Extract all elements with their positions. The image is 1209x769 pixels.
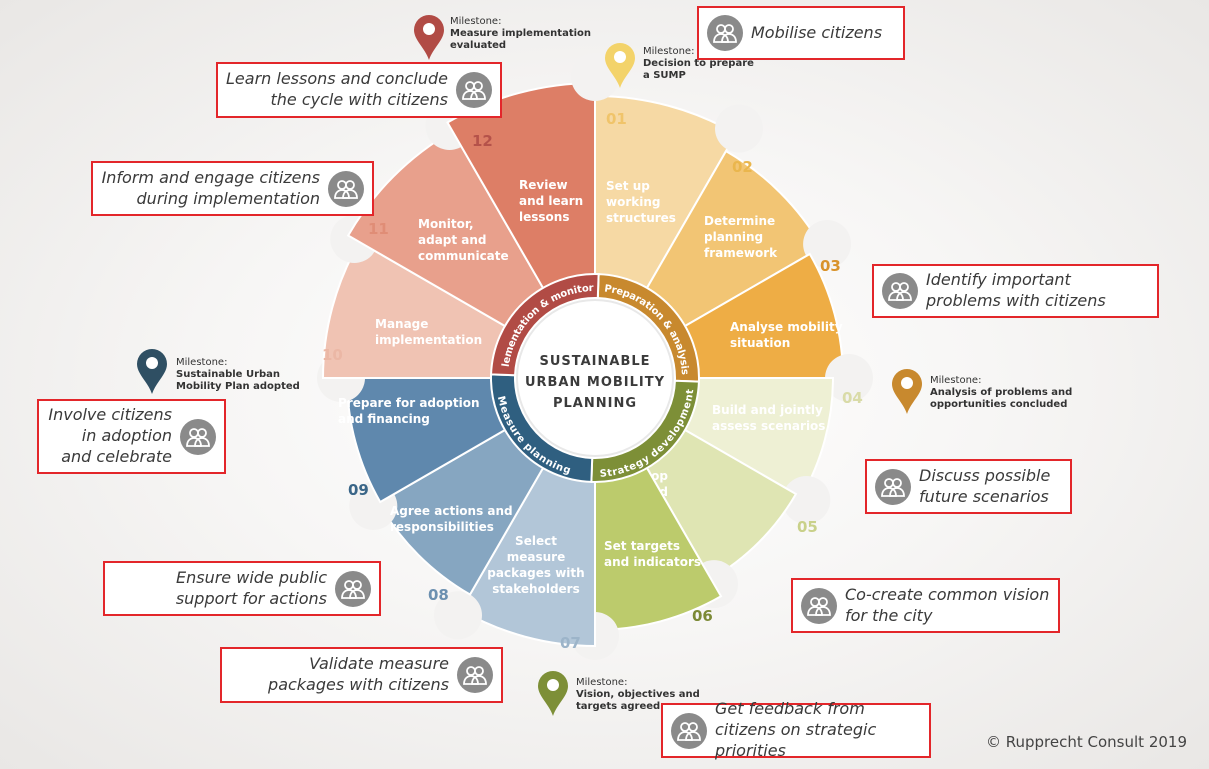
callout-text: Inform and engage citizens during implem…	[101, 167, 320, 208]
callout-text: Involve citizens in adoption and celebra…	[48, 405, 172, 466]
milestone-measure-evaluated: Milestone: Measure implementation evalua…	[450, 16, 591, 52]
milestone-text-line: evaluated	[450, 40, 507, 51]
citizens-group-icon	[882, 273, 918, 309]
copyright-notice: © Rupprecht Consult 2019	[985, 733, 1187, 751]
milestone-text-line: Analysis of problems and	[930, 387, 1073, 398]
step-number-05: 05	[797, 518, 818, 536]
citizens-group-icon	[328, 170, 364, 207]
callout-text: Ensure wide public support for actions	[175, 567, 327, 608]
milestone-heading: Milestone:	[576, 677, 628, 688]
citizens-group-icon	[335, 570, 371, 607]
segment-notch	[715, 104, 763, 153]
milestone-analysis-concluded: Milestone: Analysis of problems and oppo…	[930, 375, 1072, 411]
phase-arc-4	[490, 273, 600, 377]
center-circle: SUSTAINABLE URBAN MOBILITY PLANNING	[516, 299, 674, 457]
milestone-heading: Milestone:	[930, 375, 982, 386]
milestone-text-line: Vision, objectives and	[576, 689, 700, 700]
callout-involve-adoption: Involve citizens in adoption and celebra…	[37, 399, 226, 474]
callout-ensure-support: Ensure wide public support for actions	[103, 561, 381, 616]
step-number-01: 01	[606, 110, 627, 128]
map-pin-icon	[892, 369, 922, 414]
center-title-line-1: SUSTAINABLE	[539, 354, 650, 369]
callout-text: Co-create common vision for the city	[845, 584, 1050, 625]
step-number-04: 04	[842, 389, 863, 407]
step-number-09: 09	[348, 481, 369, 499]
segment-notch	[803, 220, 852, 268]
milestone-decision-sump: Milestone: Decision to prepare a SUMP	[643, 46, 754, 82]
milestone-text-line: Decision to prepare	[643, 58, 754, 69]
callout-text: Identify important problems with citizen…	[926, 270, 1106, 310]
callout-text: Learn lessons and conclude the cycle wit…	[226, 69, 448, 109]
citizens-group-icon	[180, 418, 216, 455]
segment-notch	[825, 354, 873, 402]
step-number-02: 02	[732, 158, 753, 176]
step-number-06: 06	[692, 607, 713, 625]
callout-validate-measures: Validate measure packages with citizens	[220, 647, 503, 703]
step-number-10: 10	[322, 346, 343, 364]
milestone-heading: Milestone:	[643, 46, 695, 57]
map-pin-icon	[605, 43, 635, 88]
callout-identify-problems: Identify important problems with citizen…	[872, 264, 1159, 318]
callout-text: Mobilise citizens	[751, 22, 883, 42]
center-title-line-2: URBAN MOBILITY	[525, 375, 665, 390]
center-title-line-3: PLANNING	[553, 396, 637, 411]
callout-mobilise-citizens: Mobilise citizens	[697, 6, 905, 60]
step-number-07: 07	[560, 634, 581, 652]
milestone-text-line: Measure implementation	[450, 28, 592, 39]
step-number-08: 08	[428, 586, 449, 604]
callout-text: Discuss possible future scenarios	[919, 465, 1051, 506]
callout-inform-engage: Inform and engage citizens during implem…	[91, 161, 374, 216]
step-number-12: 12	[472, 132, 493, 150]
citizens-group-icon	[707, 15, 743, 51]
callout-learn-lessons: Learn lessons and conclude the cycle wit…	[216, 62, 502, 118]
callout-get-feedback: Get feedback from citizens on strategic …	[661, 699, 931, 760]
map-pin-icon	[137, 349, 167, 394]
milestone-heading: Milestone:	[176, 357, 228, 368]
map-pin-icon	[538, 671, 568, 716]
segment-notch	[434, 591, 482, 640]
callout-discuss-scenarios: Discuss possible future scenarios	[865, 459, 1072, 514]
callout-text: Get feedback from citizens on strategic …	[715, 699, 877, 760]
segment-notch	[782, 476, 831, 524]
citizens-group-icon	[456, 72, 492, 108]
citizens-group-icon	[457, 657, 493, 693]
milestone-text-line: targets agreed	[576, 701, 661, 712]
milestone-text-line: a SUMP	[643, 70, 686, 81]
citizens-group-icon	[875, 468, 911, 505]
milestone-text-line: Mobility Plan adopted	[176, 381, 300, 392]
milestone-sump-adopted: Milestone: Sustainable Urban Mobility Pl…	[176, 357, 300, 393]
step-number-11: 11	[368, 220, 389, 238]
callout-text: Validate measure packages with citizens	[268, 654, 449, 694]
map-pin-icon	[414, 15, 444, 60]
milestone-vision-agreed: Milestone: Vision, objectives and target…	[576, 677, 700, 713]
citizens-group-icon	[671, 712, 707, 749]
milestone-heading: Milestone:	[450, 16, 502, 27]
citizens-group-icon	[801, 587, 837, 624]
milestone-text-line: opportunities concluded	[930, 399, 1068, 410]
milestone-text-line: Sustainable Urban	[176, 369, 281, 380]
step-number-03: 03	[820, 257, 841, 275]
callout-cocreate-vision: Co-create common vision for the city	[791, 578, 1060, 633]
